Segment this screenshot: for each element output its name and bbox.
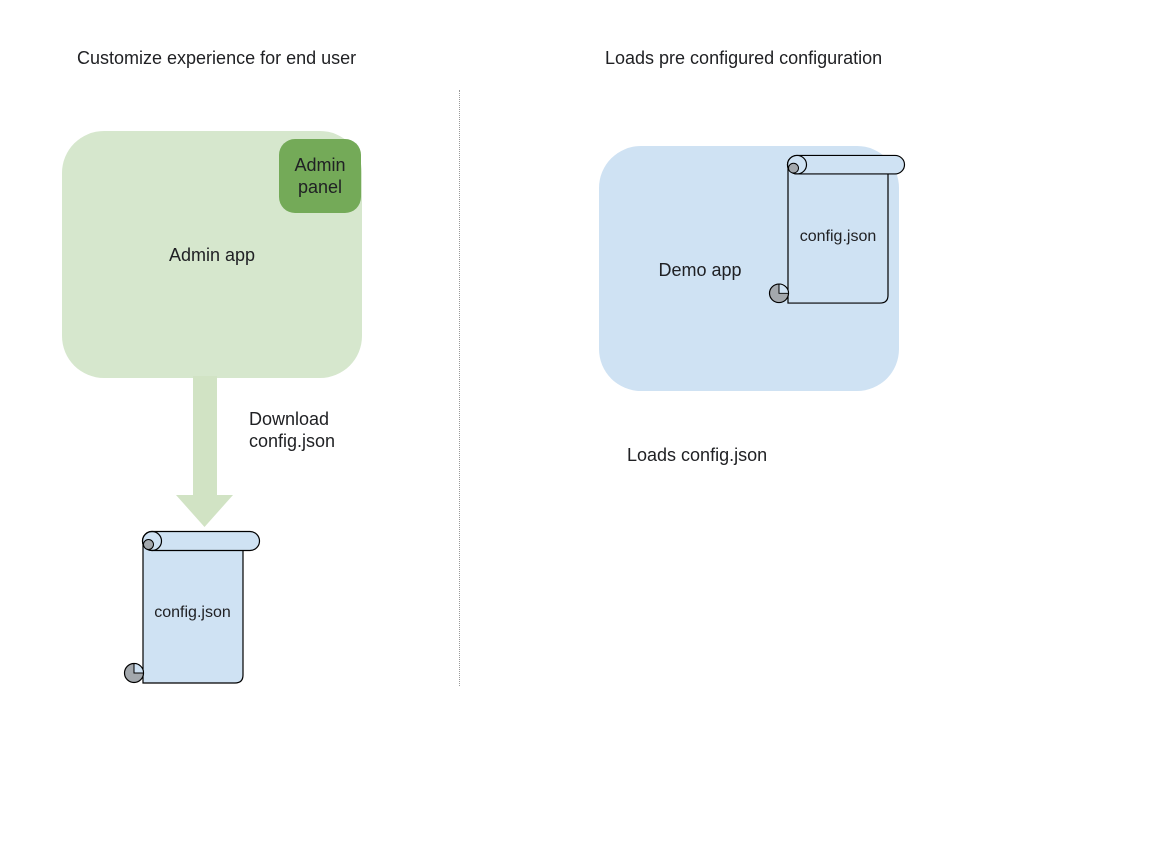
loads-caption: Loads config.json — [627, 445, 768, 465]
demo-app-label: Demo app — [658, 260, 742, 280]
config-label-right: config.json — [799, 228, 877, 245]
section-divider — [459, 90, 460, 686]
admin-panel-label: Admin panel — [294, 155, 346, 197]
config-label-left: config.json — [154, 604, 231, 621]
admin-app-label: Admin app — [168, 245, 256, 265]
download-arrow-icon — [176, 376, 233, 527]
admin-panel-box: Admin panel — [279, 139, 361, 213]
right-flow-title: Loads pre configured configuration — [605, 48, 883, 68]
download-caption: Download config.json — [249, 409, 336, 451]
left-flow-title: Customize experience for end user — [77, 48, 357, 68]
